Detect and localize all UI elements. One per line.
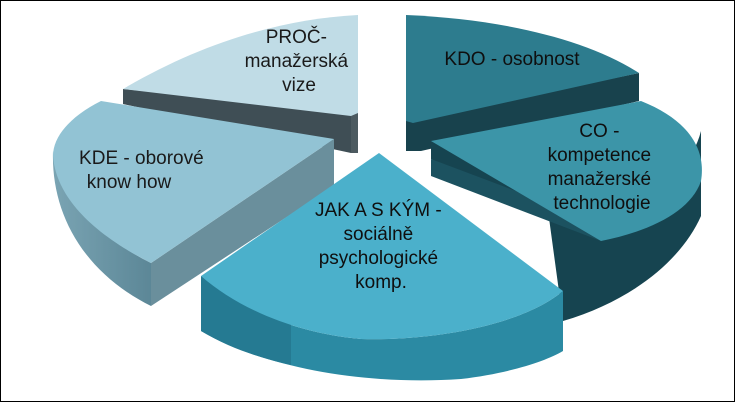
label-kdo-line-1: KDO - osobnost <box>444 49 580 70</box>
label-co: CO - kompetence manažerské technologie <box>548 121 657 214</box>
label-kde-line-1: KDE - oborové <box>79 148 204 169</box>
label-kde-line-2: know how <box>87 172 172 193</box>
segment-kdo-side <box>406 15 639 151</box>
segment-kde-top <box>53 101 334 263</box>
label-kde: KDE - oborové know how <box>79 148 209 193</box>
segment-proc-side-dark <box>351 113 358 153</box>
label-proc-line-2: manažerská <box>245 51 349 72</box>
label-jak-line-4: komp. <box>355 272 407 293</box>
label-proc: PROČ- manažerská vize <box>245 26 354 96</box>
label-jak: JAK A S KÝM - sociálně psychologické kom… <box>315 200 447 293</box>
label-jak-line-2: sociálně <box>344 224 414 245</box>
segment-kdo-top <box>406 15 639 123</box>
label-jak-line-1: JAK A S KÝM - <box>315 200 442 221</box>
segment-jak-top <box>201 153 563 340</box>
segment-jak-side <box>201 276 563 381</box>
label-proc-line-1: PROČ- <box>266 26 327 48</box>
label-proc-line-3: vize <box>282 75 316 96</box>
segment-jak <box>201 153 563 381</box>
label-kdo: KDO - osobnost <box>444 49 580 70</box>
segment-proc-top <box>123 15 358 116</box>
label-co-line-2: kompetence <box>548 145 652 166</box>
segment-kde <box>52 101 334 306</box>
label-co-line-3: manažerské <box>548 169 652 190</box>
segment-kde-side-front <box>52 151 151 306</box>
label-co-line-1: CO - <box>579 121 619 142</box>
segment-kde-side-right <box>151 139 334 306</box>
label-jak-line-3: psychologické <box>319 248 438 269</box>
segment-jak-side-shadow <box>201 276 291 365</box>
segment-co <box>431 101 702 321</box>
label-co-line-4: technologie <box>553 193 650 214</box>
segment-kdo <box>406 15 639 151</box>
segment-co-top <box>431 101 702 241</box>
